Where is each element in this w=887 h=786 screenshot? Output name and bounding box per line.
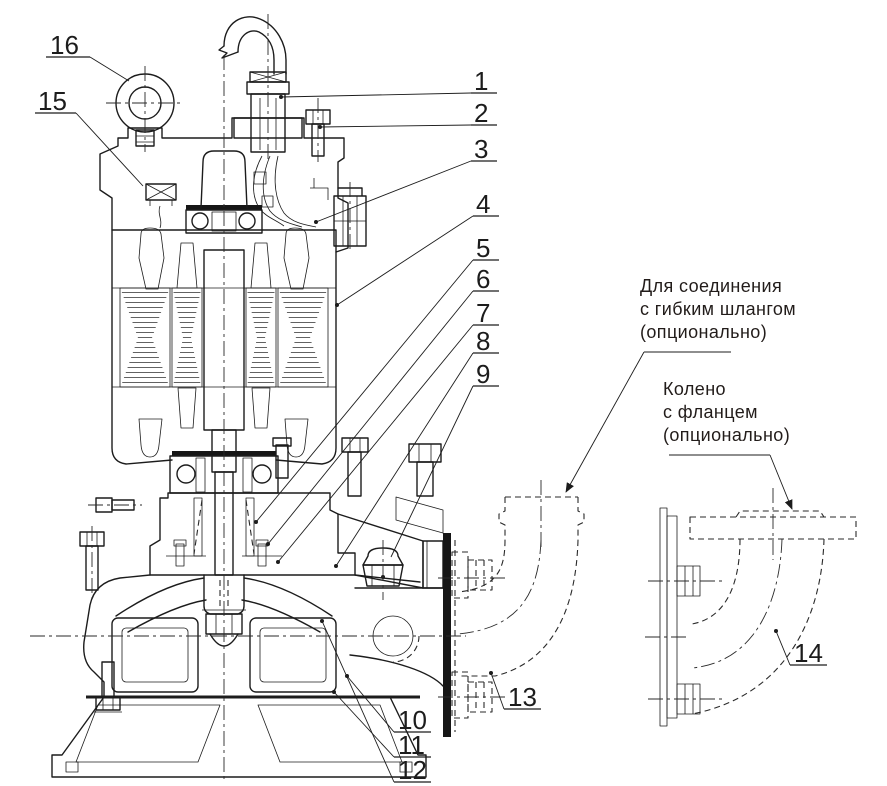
base-stand xyxy=(51,661,427,778)
callout-6: 6 xyxy=(266,264,499,546)
callout-9: 9 xyxy=(390,359,499,558)
left-fasteners xyxy=(79,497,135,591)
callout-5-label: 5 xyxy=(476,233,490,263)
pump-body xyxy=(51,16,456,778)
flanged-elbow-optional xyxy=(659,507,857,727)
annotation-hose-line-1: Для соединения xyxy=(640,276,782,296)
power-cable xyxy=(218,16,287,83)
callout-5: 5 xyxy=(254,233,499,524)
callout-1: 1 xyxy=(279,66,497,99)
callout-3: 3 xyxy=(314,134,497,224)
thermal-protector xyxy=(145,183,177,229)
callout-13-label: 13 xyxy=(508,682,537,712)
side-plug-fitting xyxy=(333,187,367,247)
callout-15: 15 xyxy=(35,86,144,187)
right-fasteners xyxy=(341,437,444,534)
callout-12: 12 xyxy=(320,619,431,785)
callout-11: 11 xyxy=(332,690,431,760)
annotation-elbow-line-1: Колено xyxy=(663,379,726,399)
callout-3-label: 3 xyxy=(474,134,488,164)
callout-12-label: 12 xyxy=(398,755,427,785)
callout-10: 10 xyxy=(345,674,431,735)
lifting-eye xyxy=(115,73,175,147)
callout-13: 13 xyxy=(489,671,541,712)
callouts: 1 2 3 4 5 6 7 xyxy=(35,30,827,785)
callout-8: 8 xyxy=(334,326,499,568)
annotation-elbow-line-2: с фланцем xyxy=(663,402,758,422)
callout-16: 16 xyxy=(46,30,130,82)
volute-casing xyxy=(83,574,421,698)
callout-1-label: 1 xyxy=(474,66,488,96)
discharge-flange-plate xyxy=(443,533,456,737)
callout-14-label: 14 xyxy=(794,638,823,668)
stator-windings xyxy=(119,287,329,388)
annotation-elbow-line-3: (опционально) xyxy=(663,425,790,445)
callout-16-label: 16 xyxy=(50,30,79,60)
hose-elbow-optional xyxy=(451,496,585,719)
callout-11-label: 11 xyxy=(398,730,425,760)
callout-14: 14 xyxy=(774,629,827,668)
annotation-flanged-elbow: Колено с фланцем (опционально) xyxy=(663,379,793,510)
callout-7: 7 xyxy=(276,298,499,564)
annotation-hose-line-3: (опционально) xyxy=(640,322,767,342)
lower-bearing xyxy=(169,437,292,494)
annotation-hose-connection: Для соединения с гибким шлангом (опциона… xyxy=(565,276,796,493)
annotation-hose-line-2: с гибким шлангом xyxy=(640,299,796,319)
callout-4: 4 xyxy=(335,189,499,307)
callout-10-label: 10 xyxy=(398,705,427,735)
discharge-housing xyxy=(337,513,444,687)
centerlines xyxy=(30,14,774,783)
callout-6-label: 6 xyxy=(476,264,490,294)
callout-8-label: 8 xyxy=(476,326,490,356)
callout-2-label: 2 xyxy=(474,98,488,128)
callout-15-label: 15 xyxy=(38,86,67,116)
callout-4-label: 4 xyxy=(476,189,490,219)
motor-lead-wires xyxy=(253,155,329,228)
callout-7-label: 7 xyxy=(476,298,490,328)
callout-2: 2 xyxy=(318,98,497,129)
callout-9-label: 9 xyxy=(476,359,490,389)
